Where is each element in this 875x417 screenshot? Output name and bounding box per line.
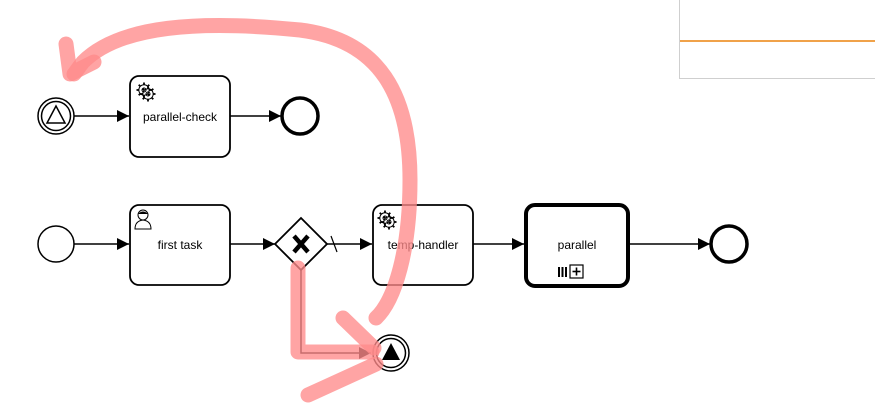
start-event[interactable] xyxy=(37,225,75,263)
exclusive-gateway[interactable] xyxy=(273,216,329,272)
subprocess-parallel[interactable]: parallel xyxy=(524,203,630,288)
panel-divider xyxy=(680,40,875,42)
task-parallel-check[interactable]: parallel-check xyxy=(129,75,231,158)
task-label: parallel-check xyxy=(143,110,218,124)
subprocess-plus-icon xyxy=(569,264,584,279)
task-temp-handler[interactable]: temp-handler xyxy=(372,204,474,286)
end-event[interactable] xyxy=(280,96,320,136)
task-label: first task xyxy=(158,238,204,252)
default-flow-marker xyxy=(330,235,338,253)
task-label: parallel xyxy=(558,238,597,252)
parallel-multi-instance-icon xyxy=(558,267,567,277)
task-first-task[interactable]: first task xyxy=(129,204,231,286)
user-icon xyxy=(134,209,152,230)
signal-end-event-icon xyxy=(382,343,400,360)
signal-start-event-icon xyxy=(45,104,67,124)
signal-start-event[interactable] xyxy=(37,97,75,135)
annotation-arrow xyxy=(58,18,418,403)
properties-panel xyxy=(679,0,875,79)
x-icon xyxy=(292,234,310,254)
end-event[interactable] xyxy=(709,224,749,264)
